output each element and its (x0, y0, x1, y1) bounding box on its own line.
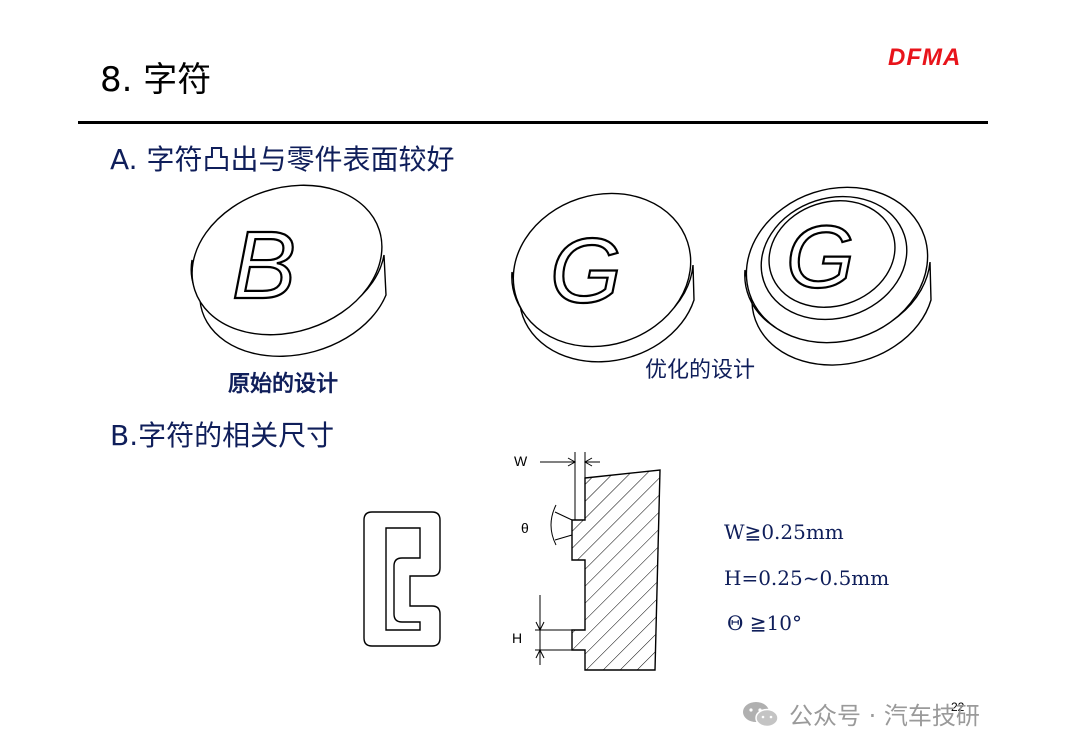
letter-g-2: G (786, 207, 854, 306)
caption-original-design: 原始的设计 (228, 372, 339, 397)
watermark: 公众号 · 汽车技研 (741, 696, 980, 731)
dim-w-label: W (514, 453, 528, 469)
caption-optimized-design: 优化的设计 (645, 358, 756, 383)
section-b-heading: B.字符的相关尺寸 (110, 419, 335, 452)
watermark-text: 公众号 · 汽车技研 (789, 702, 980, 730)
disc-original: B (190, 184, 387, 357)
formula-w: W≧0.25mm (724, 520, 844, 544)
letter-b: B (232, 212, 296, 319)
formula-h: H=0.25~0.5mm (724, 566, 890, 590)
formula-theta: Θ ≧10° (727, 611, 802, 635)
c-profile-shape (363, 511, 441, 647)
wechat-icon (743, 701, 779, 727)
section-a-heading: A. 字符凸出与零件表面较好 (110, 143, 455, 176)
page-number: 22 (951, 700, 965, 714)
title-divider (78, 121, 988, 124)
dim-theta-label: θ (521, 520, 529, 536)
disc-optimized-2: G (744, 186, 932, 366)
cross-section-drawing (535, 452, 661, 671)
dim-h-label: H (512, 630, 523, 646)
page-title: 8. 字符 (100, 60, 212, 100)
letter-g-1: G (550, 220, 622, 322)
dfma-logo: DFMA (888, 44, 962, 71)
disc-optimized-1: G (511, 192, 695, 363)
